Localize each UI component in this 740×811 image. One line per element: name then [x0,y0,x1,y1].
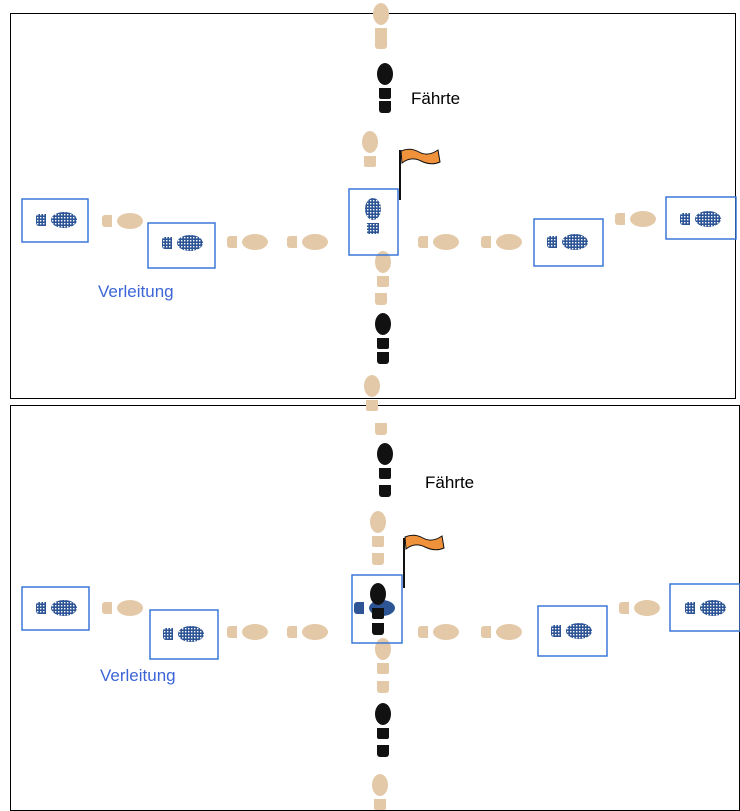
highlight-boxes-top [21,188,737,269]
highlight-boxes-bottom [21,574,740,660]
track-label: Fährte [425,473,475,492]
shoe-print-icon [377,352,389,364]
flag-icon [399,148,441,200]
track-label: Fährte [411,89,461,108]
shoe-print-icon [377,63,393,99]
shoe-print-icon [379,485,391,497]
decoy-label: Verleitung [98,282,174,301]
shoe-print-icon [377,443,393,479]
shoe-print-icon [379,101,391,113]
shoe-print-icon [372,623,384,635]
shoe-print-icon [375,703,391,739]
shoe-print-icon [370,583,386,619]
central-track-print-bottom [370,583,386,635]
decoy-label: Verleitung [100,666,176,685]
shoe-print-icon [375,313,391,349]
shoe-print-icon [377,745,389,757]
flag-icon [403,534,445,588]
